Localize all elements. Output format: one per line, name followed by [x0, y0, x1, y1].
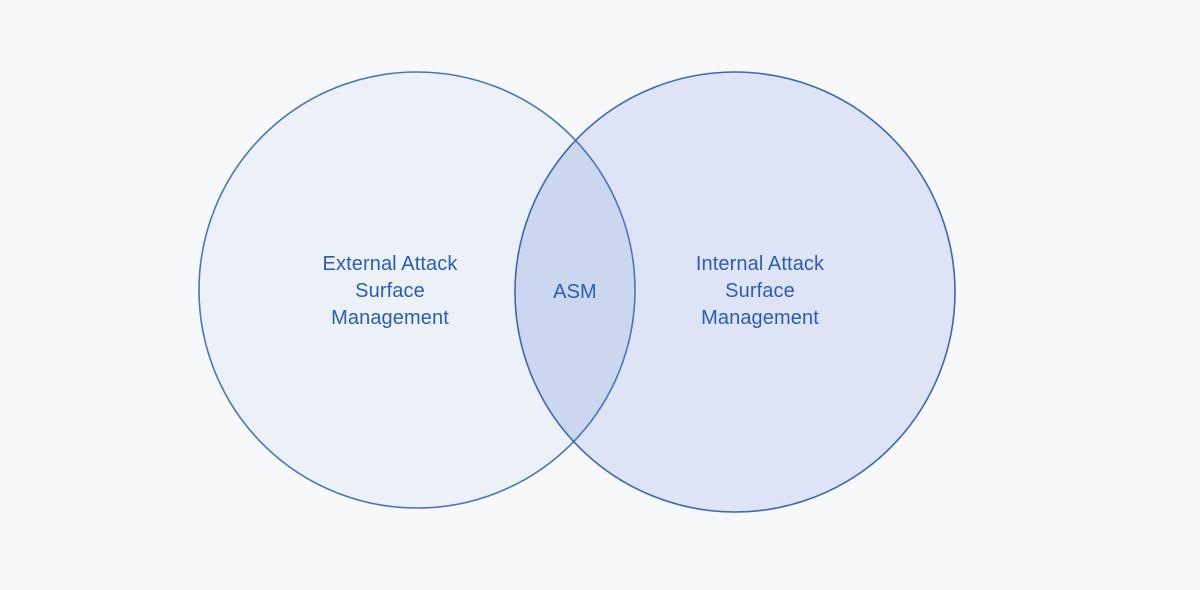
right-circle-label: Internal Attack Surface Management: [650, 251, 870, 332]
right-label-line-3: Management: [701, 307, 819, 329]
right-label-line-1: Internal Attack: [695, 253, 825, 275]
left-label-line-3: Management: [331, 307, 449, 329]
right-label-line-2: Surface: [725, 280, 795, 302]
right-circle-fill: [515, 72, 955, 512]
intersection-label: ASM: [553, 281, 597, 303]
right-circle-outline: [514, 71, 956, 513]
intersection-lens: [515, 140, 636, 442]
left-circle-outline: [198, 71, 636, 509]
left-label-line-2: Surface: [355, 280, 425, 302]
left-circle-label: External Attack Surface Management: [280, 251, 500, 332]
left-label-line-1: External Attack: [322, 253, 458, 275]
left-circle-fill: [199, 72, 635, 508]
